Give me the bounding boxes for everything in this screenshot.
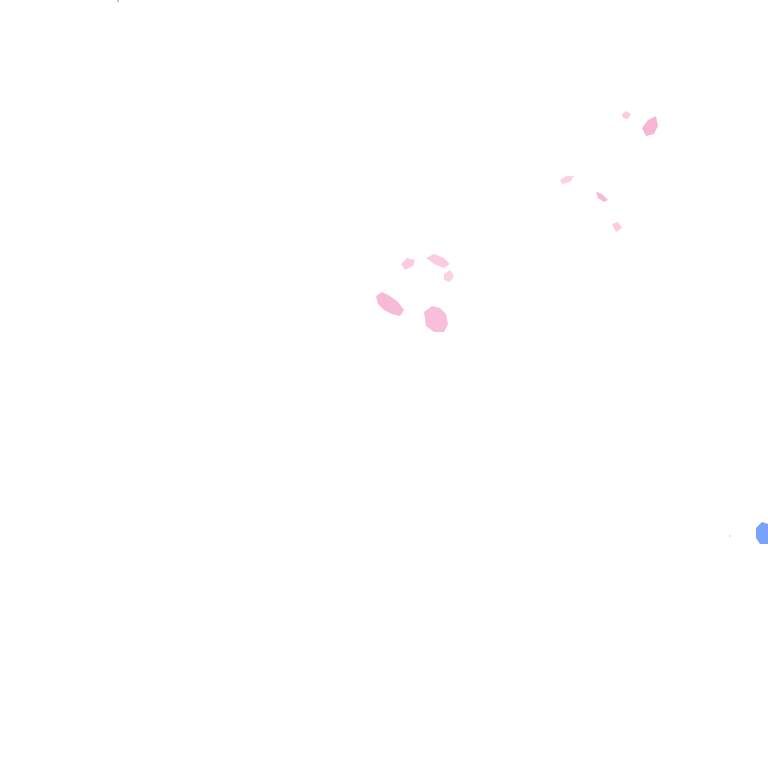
precip-cell xyxy=(612,222,622,232)
precip-speck xyxy=(729,535,731,537)
precipitation-cells-mixed xyxy=(376,111,658,332)
precip-cell xyxy=(424,306,448,332)
precip-speck xyxy=(117,0,119,2)
precip-cell xyxy=(642,116,658,136)
precip-cell xyxy=(560,176,574,184)
precip-cell xyxy=(376,292,404,316)
precip-cell xyxy=(622,111,631,119)
precip-cell xyxy=(596,192,608,202)
precip-cell xyxy=(426,254,450,268)
precip-cell xyxy=(401,258,415,270)
precipitation-cells-rain xyxy=(729,522,768,544)
precip-cell xyxy=(756,522,768,544)
precip-cell xyxy=(444,270,454,282)
